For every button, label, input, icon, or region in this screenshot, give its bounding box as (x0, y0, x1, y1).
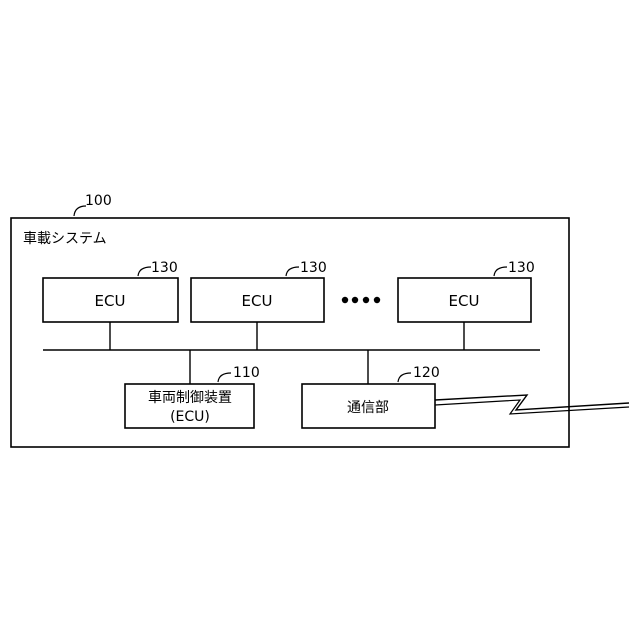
vehicle-control-line2: (ECU) (170, 409, 210, 425)
ecu-leader-2 (286, 267, 299, 276)
ecu-leader-3 (494, 267, 507, 276)
system-ref: 100 (85, 193, 112, 209)
ecu-ref-1: 130 (151, 260, 178, 276)
system-box (11, 218, 569, 447)
ecu-leader-1 (138, 267, 151, 276)
wireless-link-icon-inner (435, 400, 629, 414)
ecu-label-2: ECU (242, 292, 273, 310)
wireless-link-icon (435, 395, 629, 410)
comm-ref: 120 (413, 365, 440, 381)
comm-label: 通信部 (347, 400, 389, 416)
ecu-ref-2: 130 (300, 260, 327, 276)
vehicle-control-ref: 110 (233, 365, 260, 381)
vehicle-control-leader (218, 373, 231, 382)
ecu-ref-3: 130 (508, 260, 535, 276)
vehicle-control-line1: 車両制御装置 (148, 389, 232, 406)
ecu-label-3: ECU (449, 292, 480, 310)
ecu-label-1: ECU (95, 292, 126, 310)
comm-leader (398, 373, 411, 382)
ellipsis-dots (342, 297, 380, 303)
system-title: 車載システム (23, 230, 107, 247)
